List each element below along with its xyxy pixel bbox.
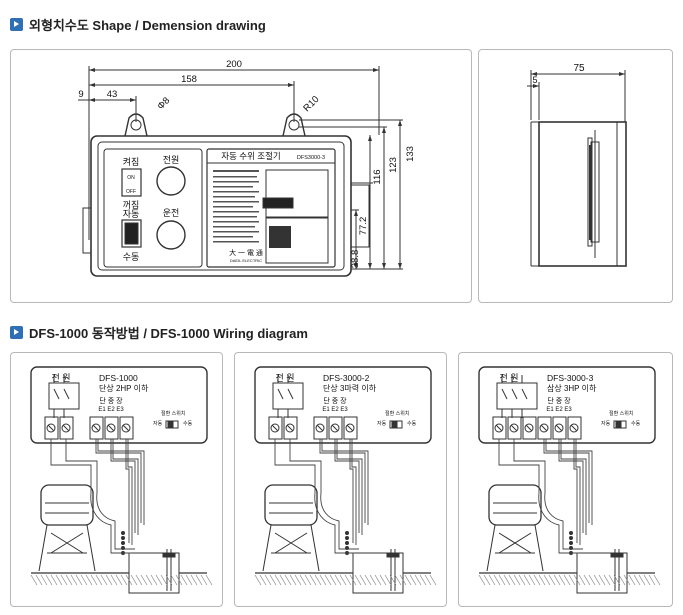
switch-label: 절환 스위치 — [609, 410, 633, 417]
section-header-shape: 외형치수도 Shape / Demension drawing — [10, 15, 266, 33]
model-desc: 삼상 3HP 이하 — [547, 383, 597, 393]
side-view-panel: 75 5 — [478, 49, 673, 303]
dim-38-8: 38.8 — [350, 250, 361, 269]
switch-label: 절환 스위치 — [161, 410, 185, 417]
probe-labels: 단 중 장 — [547, 396, 571, 405]
brand-name: 大 一 電 通 — [229, 248, 263, 257]
dim-5: 5 — [532, 75, 537, 85]
dim-75: 75 — [573, 63, 585, 74]
probe-ids: E1 E2 E3 — [98, 407, 124, 413]
arrow-bullet-icon — [10, 325, 23, 339]
switch-label: 절환 스위치 — [385, 410, 409, 417]
label-manual: 수동 — [123, 252, 140, 262]
label-on: 켜짐 — [123, 157, 140, 167]
probe-ids: E1 E2 E3 — [546, 407, 572, 413]
dim-123: 123 — [388, 157, 399, 173]
front-view-drawing: 200 158 43 9 Φ8 R10 133 123 116 77.2 38.… — [78, 59, 416, 277]
front-view-panel: 200 158 43 9 Φ8 R10 133 123 116 77.2 38.… — [10, 49, 472, 303]
dim-133: 133 — [405, 146, 416, 162]
dim-43: 43 — [107, 89, 118, 100]
switch-left-label: 자동 — [153, 420, 163, 427]
switch-left-label: 자동 — [601, 420, 611, 427]
dim-77-2: 77.2 — [358, 217, 369, 236]
model-label: DFS-3000-3 — [547, 373, 594, 383]
label-power: 전원 — [163, 155, 180, 165]
nameplate-model: DFS3000-3 — [297, 155, 325, 161]
dim-116: 116 — [372, 169, 383, 184]
section-header-wiring: DFS-1000 동작방법 / DFS-1000 Wiring diagram — [10, 323, 308, 341]
section-title-shape: 외형치수도 Shape / Demension drawing — [29, 17, 266, 33]
label-auto: 자동 — [123, 209, 140, 219]
model-label: DFS-3000-2 — [323, 373, 370, 383]
brand-name-en: DAEIL ELECTRIC — [230, 258, 262, 263]
dim-r10: R10 — [301, 94, 321, 114]
switch-off-text: OFF — [126, 189, 136, 195]
switch-right-label: 수동 — [631, 421, 641, 427]
model-desc: 단상 3마력 이하 — [323, 383, 377, 393]
wiring-diagram: 전 원 DFS-3000-2단상 3마력 이하단 중 장 E1 E2 E3 절환 스위… — [254, 366, 437, 594]
switch-right-label: 수동 — [407, 421, 417, 427]
arrow-bullet-icon — [10, 17, 23, 31]
power-label: 전 원 — [275, 373, 294, 383]
probe-labels: 단 중 장 — [99, 396, 123, 405]
model-label: DFS-1000 — [99, 373, 138, 383]
label-off: 꺼짐 — [123, 200, 140, 210]
wiring-diagram: 전 원 DFS-3000-3삼상 3HP 이하단 중 장 E1 E2 E3 절환 스위… — [478, 366, 661, 594]
model-desc: 단상 2HP 이하 — [99, 383, 149, 393]
label-run: 운전 — [163, 208, 180, 218]
section-title-wiring: DFS-1000 동작방법 / DFS-1000 Wiring diagram — [29, 325, 308, 341]
switch-on-text: ON — [127, 175, 135, 181]
power-label: 전 원 — [499, 373, 518, 383]
dim-9: 9 — [78, 89, 83, 100]
probe-ids: E1 E2 E3 — [322, 407, 348, 413]
switch-right-label: 수동 — [183, 421, 193, 427]
switch-left-label: 자동 — [377, 420, 387, 427]
power-label: 전 원 — [51, 373, 70, 383]
dim-200: 200 — [226, 59, 242, 70]
side-view-drawing: 75 5 — [527, 63, 627, 267]
probe-labels: 단 중 장 — [323, 396, 347, 405]
dim-phi8: Φ8 — [155, 95, 172, 112]
dim-158: 158 — [181, 74, 197, 85]
nameplate-title: 자동 수위 조절기 — [221, 151, 280, 161]
